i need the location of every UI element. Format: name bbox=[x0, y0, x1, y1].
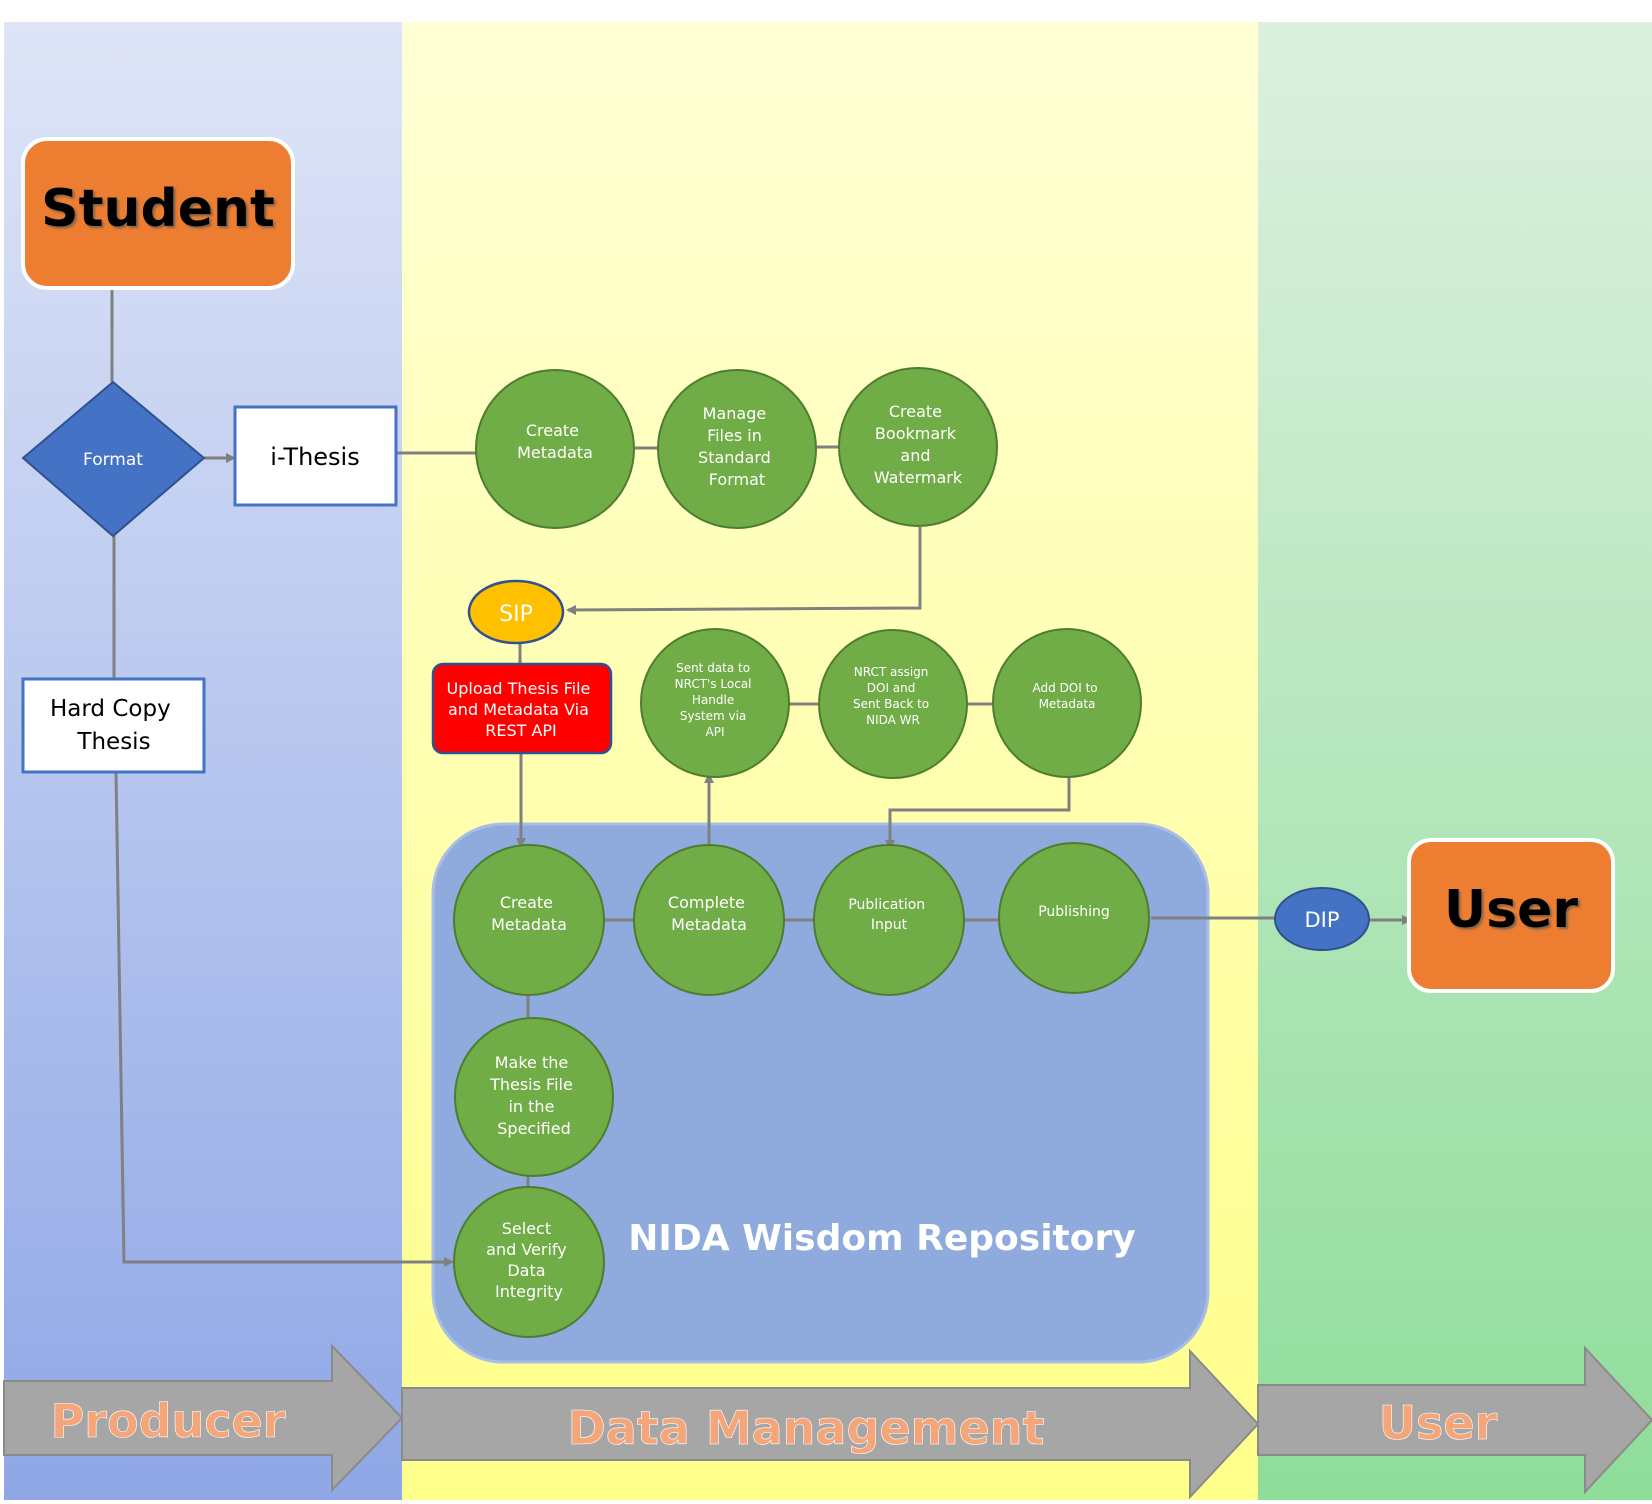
hard-copy-box: Hard Copy Thesis bbox=[21, 677, 206, 774]
connector-hardcopy-select bbox=[114, 771, 454, 1267]
svg-text:Create Metadata: Create Metadata bbox=[491, 893, 567, 934]
add-doi-node: Add DOI to Metadata bbox=[992, 628, 1142, 778]
student-actor: Student bbox=[21, 137, 295, 290]
svg-text:Select and Verify: Select and Verify Data Integrity bbox=[486, 1219, 572, 1301]
svg-text:NRCT assign DOI and: NRCT assign DOI and Sent Back to NIDA WR bbox=[853, 665, 933, 727]
user-actor: User bbox=[1407, 838, 1615, 993]
producer-lane-label: Producer bbox=[51, 1394, 286, 1448]
user-label: User bbox=[1444, 880, 1578, 940]
make-thesis-file-node: Make the Thesis File in the Specified bbox=[454, 1017, 614, 1177]
producer-lane-arrow: Producer bbox=[3, 1343, 404, 1493]
student-label: Student bbox=[41, 179, 275, 239]
user-lane-label: User bbox=[1379, 1396, 1498, 1450]
svg-text:Complete Metadata: Complete Metadata bbox=[668, 893, 750, 934]
data-management-lane-arrow: Data Management bbox=[401, 1348, 1260, 1500]
complete-metadata-node: Complete Metadata bbox=[633, 844, 785, 996]
create-metadata-repo-node: Create Metadata bbox=[453, 844, 605, 996]
svg-text:Add DOI to Metadata: Add DOI to Metadata bbox=[1033, 681, 1102, 711]
sent-data-node: Sent data to NRCT's Local Handle System … bbox=[640, 628, 790, 778]
select-verify-node: Select and Verify Data Integrity bbox=[453, 1186, 605, 1338]
connectors bbox=[110, 288, 1412, 1267]
dip-label: DIP bbox=[1304, 908, 1339, 932]
upload-box: Upload Thesis File and Metadata Via REST… bbox=[431, 662, 613, 755]
svg-text:Make the Thesis File: Make the Thesis File in the Specified bbox=[489, 1053, 578, 1138]
svg-text:Upload Thesis File and M: Upload Thesis File and Metadata Via REST… bbox=[447, 679, 596, 740]
sip-node: SIP bbox=[467, 579, 565, 645]
publishing-node: Publishing bbox=[998, 842, 1150, 994]
hard-copy-line-1: Hard Copy bbox=[50, 696, 171, 722]
connector-bookmark-sip bbox=[566, 527, 922, 615]
hard-copy-line-2: Thesis bbox=[76, 729, 150, 755]
svg-text:Create Metadata: Create Metadata bbox=[517, 421, 593, 462]
user-lane-arrow: User bbox=[1257, 1345, 1652, 1495]
bookmark-watermark-node: Create Bookmark and Watermark bbox=[838, 367, 998, 527]
svg-text:Publishing: Publishing bbox=[1038, 904, 1110, 920]
dip-node: DIP bbox=[1274, 887, 1370, 951]
svg-text:Create Bookmark an: Create Bookmark and Watermark bbox=[874, 402, 963, 487]
connector-adddoi-pubinput bbox=[885, 775, 1071, 850]
publication-input-node: Publication Input bbox=[813, 844, 965, 996]
repository-title: NIDA Wisdom Repository bbox=[628, 1218, 1135, 1259]
format-label: Format bbox=[83, 450, 143, 470]
data-management-lane-label: Data Management bbox=[568, 1401, 1045, 1455]
user-lane bbox=[1258, 22, 1652, 1500]
svg-text:Publication Input: Publication Input bbox=[848, 897, 929, 933]
i-thesis-box: i-Thesis bbox=[233, 405, 398, 507]
format-decision: Format bbox=[21, 380, 206, 538]
nrct-assign-node: NRCT assign DOI and Sent Back to NIDA WR bbox=[818, 629, 968, 779]
svg-text:Manage Files in St: Manage Files in Standard Format bbox=[698, 404, 776, 489]
svg-text:Hard Copy Thesis: Hard Copy Thesis bbox=[50, 696, 178, 755]
sip-label: SIP bbox=[499, 602, 533, 627]
create-metadata-top-node: Create Metadata bbox=[475, 369, 635, 529]
manage-files-node: Manage Files in Standard Format bbox=[657, 369, 817, 529]
i-thesis-label: i-Thesis bbox=[270, 443, 359, 471]
svg-text:Sent data to NRCT's Loca: Sent data to NRCT's Local Handle System … bbox=[675, 661, 756, 739]
